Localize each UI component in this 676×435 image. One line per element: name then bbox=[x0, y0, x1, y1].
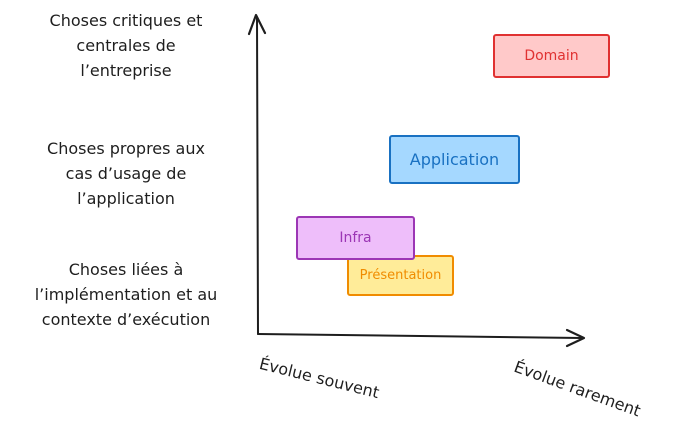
ylabel-usecases-line1: Choses propres aux bbox=[47, 139, 205, 158]
ylabel-critical-line3: l’entreprise bbox=[80, 61, 172, 80]
x-axis-arrowhead bbox=[565, 328, 586, 348]
ylabel-implementation-line2: l’implémentation et au bbox=[34, 285, 218, 304]
ylabel-implementation-line3: contexte d’exécution bbox=[41, 310, 211, 329]
domain-box: Domain bbox=[493, 34, 610, 78]
ylabel-critical-line1: Choses critiques et bbox=[49, 11, 203, 30]
ylabel-usecases-line3: l’application bbox=[77, 189, 175, 208]
application-box: Application bbox=[389, 135, 520, 184]
y-axis-arrowhead bbox=[247, 13, 267, 36]
domain-box-label: Domain bbox=[524, 48, 579, 64]
presentation-box-label: Présentation bbox=[359, 268, 442, 283]
ylabel-implementation-line1: Choses liées à bbox=[68, 260, 184, 279]
presentation-box: Présentation bbox=[347, 255, 454, 296]
ylabel-usecases: Choses propres aux cas d’usage de l’appl… bbox=[0, 136, 252, 211]
infra-box: Infra bbox=[296, 216, 415, 260]
ylabel-usecases-line2: cas d’usage de bbox=[65, 164, 187, 183]
ylabel-critical-line2: centrales de bbox=[76, 36, 176, 55]
y-axis-line bbox=[256, 17, 259, 335]
infra-box-label: Infra bbox=[339, 230, 372, 246]
ylabel-critical: Choses critiques et centrales de l’entre… bbox=[0, 8, 252, 83]
ylabel-implementation: Choses liées à l’implémentation et au co… bbox=[0, 257, 252, 332]
x-axis-line bbox=[257, 333, 583, 339]
application-box-label: Application bbox=[409, 150, 500, 169]
